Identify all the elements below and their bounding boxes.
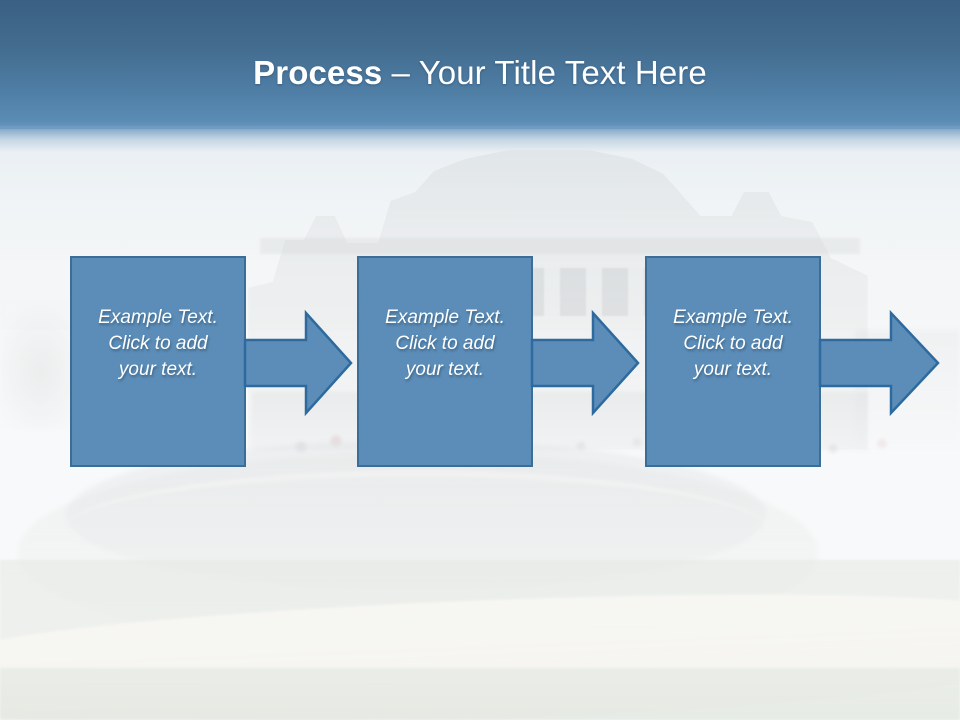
arrow-right-icon-3[interactable] [818,309,940,417]
process-box-1-text: Example Text. Click to add your text. [98,307,218,380]
page-title-separator: – [382,54,419,91]
page-title-regular: Your Title Text Here [418,54,707,91]
process-box-2[interactable]: Example Text. Click to add your text. [357,256,533,467]
process-box-2-text: Example Text. Click to add your text. [385,307,505,380]
arrow-right-icon-1[interactable] [243,309,353,417]
process-box-3[interactable]: Example Text. Click to add your text. [645,256,821,467]
process-box-3-text: Example Text. Click to add your text. [673,307,793,380]
arrow-right-icon-2[interactable] [530,309,640,417]
process-box-1[interactable]: Example Text. Click to add your text. [70,256,246,467]
page-title-bold: Process [253,54,383,91]
page-title: Process – Your Title Text Here [0,53,960,93]
title-banner-fade [0,126,960,152]
title-banner [0,0,960,129]
